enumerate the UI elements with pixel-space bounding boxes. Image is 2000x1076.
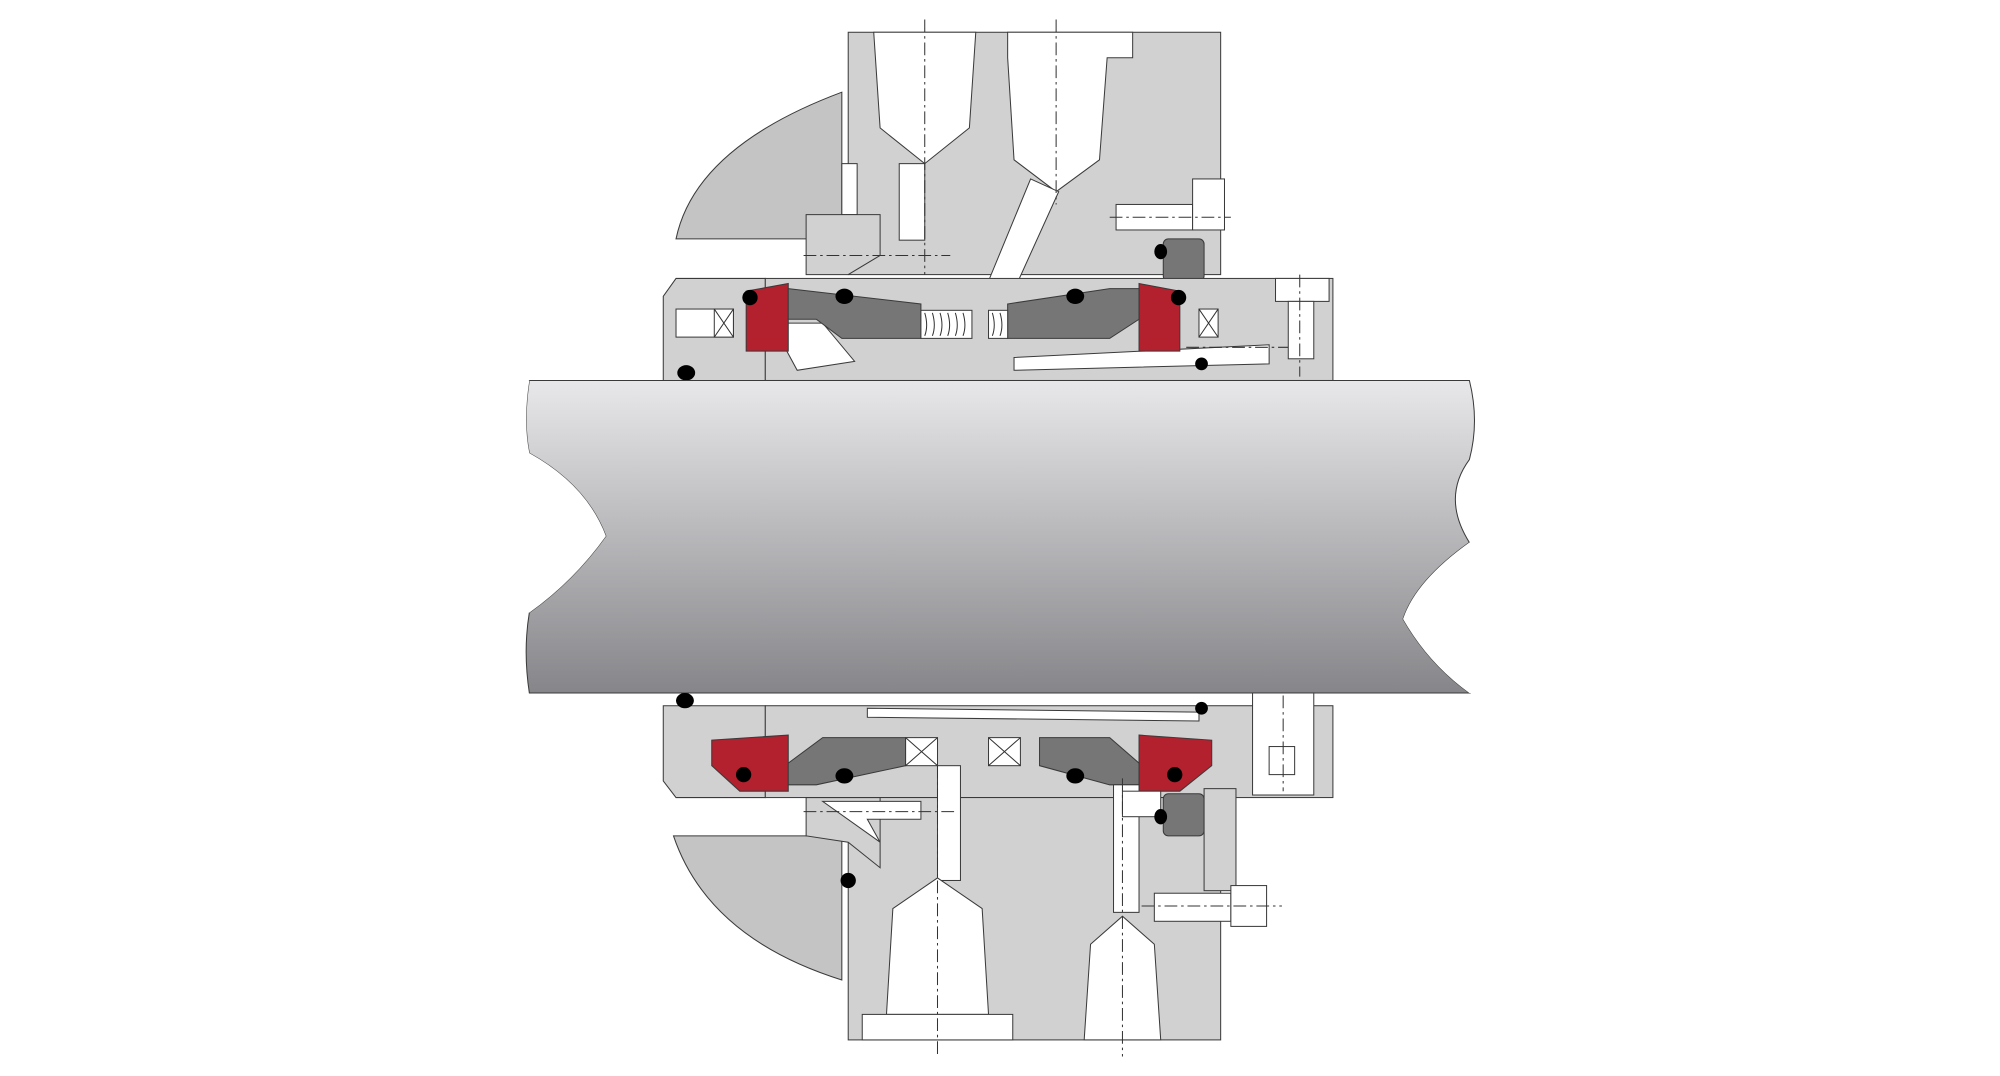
shaft: [525, 379, 1475, 694]
shaft-break-right: [1403, 542, 1480, 693]
gland-housing-upper: [803, 19, 1231, 288]
pump-casing-lower: [672, 835, 843, 981]
gland-housing-lower: [803, 765, 1282, 1057]
pump-casing-upper: [675, 91, 843, 240]
seal-cartridge-upper: [662, 274, 1334, 381]
seal-cartridge-lower: [662, 692, 1334, 799]
shaft-break-left: [516, 380, 606, 613]
